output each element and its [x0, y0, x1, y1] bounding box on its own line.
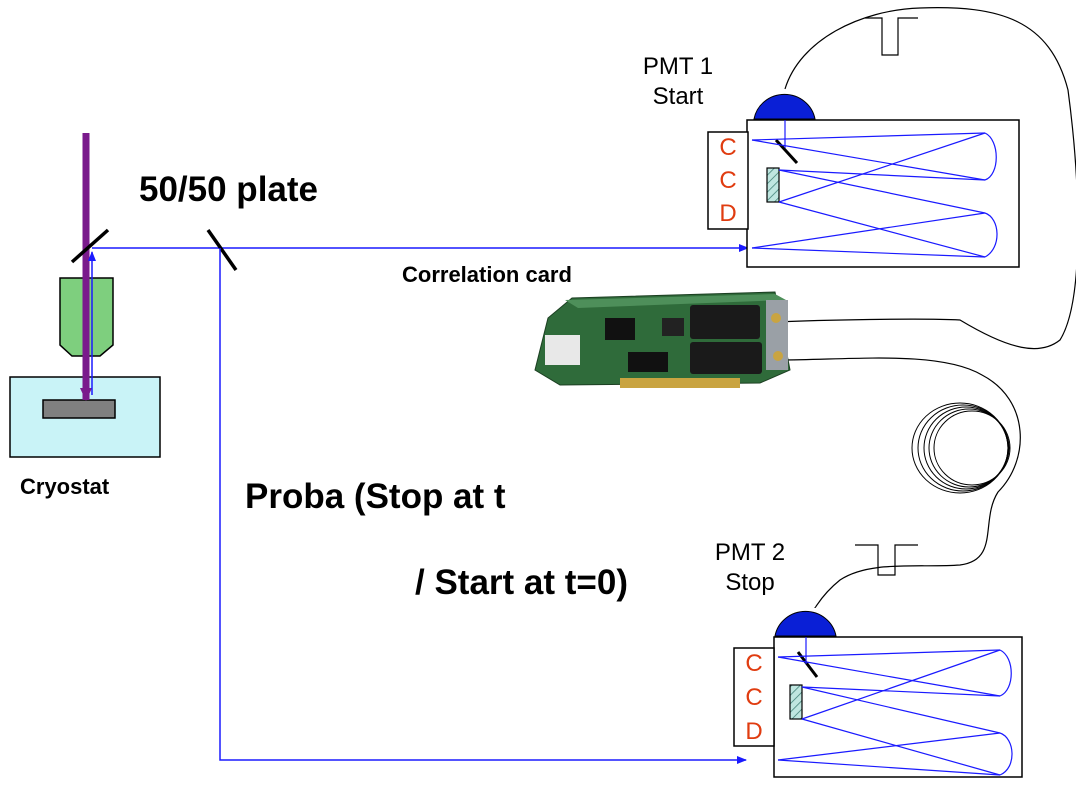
cryostat-label: Cryostat [20, 474, 110, 499]
ccd-2-letter-2: C [745, 684, 763, 711]
correlation-card-label: Correlation card [402, 262, 572, 287]
beam-to-pmt2 [219, 248, 747, 764]
pmt-2-label: PMT 2 Stop [700, 538, 800, 598]
fiber-coil [911, 402, 1011, 494]
proba-line-1: Proba (Stop at t [245, 477, 506, 516]
cable-pmt2-loop [855, 544, 918, 576]
pmt-1-detector [753, 93, 816, 120]
correlation-card-image [534, 291, 791, 388]
proba-line-2: / Start at t=0) [415, 563, 628, 602]
plate-label: 50/50 plate [139, 170, 318, 209]
beamsplitter-plate [206, 228, 238, 272]
spectrometer-1 [707, 119, 1020, 268]
spectrometer-2 [733, 636, 1023, 778]
pmt-2-name: PMT 2 [714, 539, 786, 566]
pmt-2-detector [774, 610, 837, 637]
ccd-2-letter-3: D [745, 718, 763, 745]
ccd-1-letter-3: D [719, 200, 737, 227]
ccd-2-letter-1: C [745, 650, 763, 677]
ccd-2-box [733, 647, 775, 747]
pmt-1-name: PMT 1 [642, 53, 714, 80]
ccd-1-letter-1: C [719, 134, 737, 161]
dichroic-mirror [70, 228, 110, 264]
ccd-1-letter-2: C [719, 167, 737, 194]
sample [42, 399, 116, 419]
cable-pmt2 [779, 357, 1021, 608]
pmt-1-role: Start [652, 83, 704, 110]
pmt-1-label: PMT 1 Start [628, 52, 728, 112]
cable-pmt1-loop [865, 17, 918, 56]
ccd-1-box [707, 131, 749, 230]
cable-pmt1 [774, 7, 1076, 350]
pmt-2-role: Stop [725, 569, 775, 596]
